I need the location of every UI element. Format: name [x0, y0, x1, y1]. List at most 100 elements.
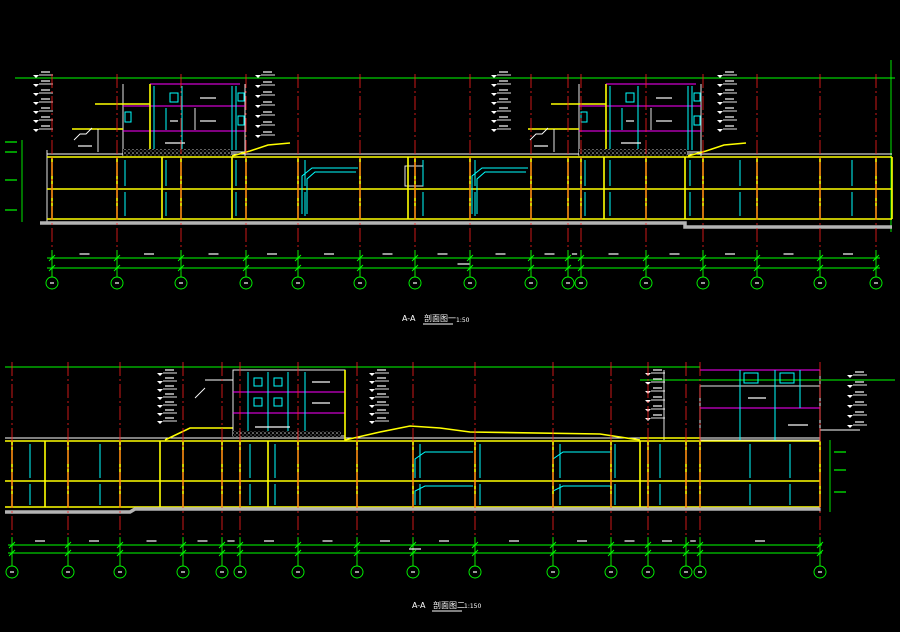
elevation-marker — [369, 381, 375, 384]
window — [273, 377, 283, 387]
axis-bubble — [215, 565, 229, 579]
foundation-line-2 — [5, 507, 820, 514]
elevation-marker — [33, 93, 39, 96]
elevation-marker — [847, 385, 853, 388]
elevation-marker — [717, 120, 723, 123]
elevation-marker — [255, 75, 261, 78]
axis-bubble — [463, 276, 477, 290]
axis-bubble — [350, 565, 364, 579]
axis-bubble — [679, 565, 693, 579]
elevation-marks-1 — [5, 71, 737, 211]
ramp-1 — [301, 167, 358, 214]
foundation-line — [40, 221, 892, 229]
axis-bubble — [641, 565, 655, 579]
axis-bubble — [45, 276, 59, 290]
axis-bubble — [524, 276, 538, 290]
axis-bubble — [869, 276, 883, 290]
elevation-marker — [491, 120, 497, 123]
axis-bubble — [604, 565, 618, 579]
axis-bubble — [239, 276, 253, 290]
residential-block-right-2 — [640, 369, 860, 441]
elevation-marker — [33, 102, 39, 105]
window — [743, 372, 759, 384]
section-1-scale: 1:50 — [456, 317, 470, 324]
ground-slope-left — [164, 427, 233, 441]
axis-bubble — [353, 276, 367, 290]
elevation-marker — [255, 105, 261, 108]
ramp-1-inner — [306, 171, 356, 214]
ground-slope — [344, 425, 641, 441]
axis-bubble — [574, 276, 588, 290]
section-2-drawing: A-A 剖面图二 1:150 — [5, 362, 895, 612]
elevation-marker — [369, 421, 375, 424]
elevation-marker — [847, 395, 853, 398]
section-1-label: A-A — [402, 314, 416, 323]
axis-bubble — [408, 276, 422, 290]
gravel-fill — [233, 431, 341, 437]
ramp-6 — [552, 485, 611, 505]
elevation-marker — [491, 75, 497, 78]
section-2-label: A-A — [412, 601, 426, 610]
section-1-drawing: A-A 剖面图一 1:50 — [5, 60, 895, 325]
elevation-marker — [369, 405, 375, 408]
elevation-marker — [847, 375, 853, 378]
elevation-marker — [33, 75, 39, 78]
elevation-marker — [157, 405, 163, 408]
axis-bubble — [813, 565, 827, 579]
axis-bubble — [693, 565, 707, 579]
elevation-marker — [717, 75, 723, 78]
residential-block-right — [527, 83, 747, 157]
axis-bubble — [291, 276, 305, 290]
elevation-marker — [847, 415, 853, 418]
elevation-marker — [157, 389, 163, 392]
elevation-marker — [717, 102, 723, 105]
elevation-marker — [847, 425, 853, 428]
window — [779, 372, 795, 384]
window — [253, 377, 263, 387]
elevation-marker — [157, 381, 163, 384]
elevation-marker — [369, 397, 375, 400]
elevation-marker — [645, 382, 651, 385]
axis-bubble — [113, 565, 127, 579]
elevation-marker — [157, 413, 163, 416]
elevation-marker — [369, 389, 375, 392]
axis-bubble — [61, 565, 75, 579]
elevation-marker — [717, 93, 723, 96]
axis-bubble — [561, 276, 575, 290]
axis-bubble — [291, 565, 305, 579]
elevation-marker — [369, 413, 375, 416]
elevation-marker — [717, 111, 723, 114]
axis-bubble — [468, 565, 482, 579]
ramp-3 — [414, 451, 473, 478]
axis-bubble — [5, 565, 19, 579]
axis-bubble — [696, 276, 710, 290]
elevation-marker — [33, 84, 39, 87]
section-1-title: 剖面图一 — [424, 313, 456, 323]
elevation-marker — [255, 85, 261, 88]
axis-bubble — [174, 276, 188, 290]
ramp-2 — [471, 167, 528, 214]
residential-block-center — [194, 369, 346, 441]
axis-bubble — [546, 565, 560, 579]
elevation-marker — [157, 373, 163, 376]
axis-bubble — [406, 565, 420, 579]
elevation-marker — [491, 102, 497, 105]
elevation-marker — [369, 373, 375, 376]
elevation-marker — [717, 84, 723, 87]
elevation-marker — [491, 84, 497, 87]
window — [273, 397, 283, 407]
elevation-marker — [847, 405, 853, 408]
axis-bubble — [750, 276, 764, 290]
block-outline — [699, 385, 821, 441]
axis-bubble — [233, 565, 247, 579]
elevation-marker — [717, 129, 723, 132]
elevation-marker — [33, 120, 39, 123]
axis-bubble — [639, 276, 653, 290]
elevation-marker — [255, 115, 261, 118]
elevation-marker — [255, 125, 261, 128]
ramp-2-inner — [476, 171, 526, 214]
axis-bubble — [176, 565, 190, 579]
ramp-5 — [414, 485, 473, 505]
elevation-marker — [491, 93, 497, 96]
